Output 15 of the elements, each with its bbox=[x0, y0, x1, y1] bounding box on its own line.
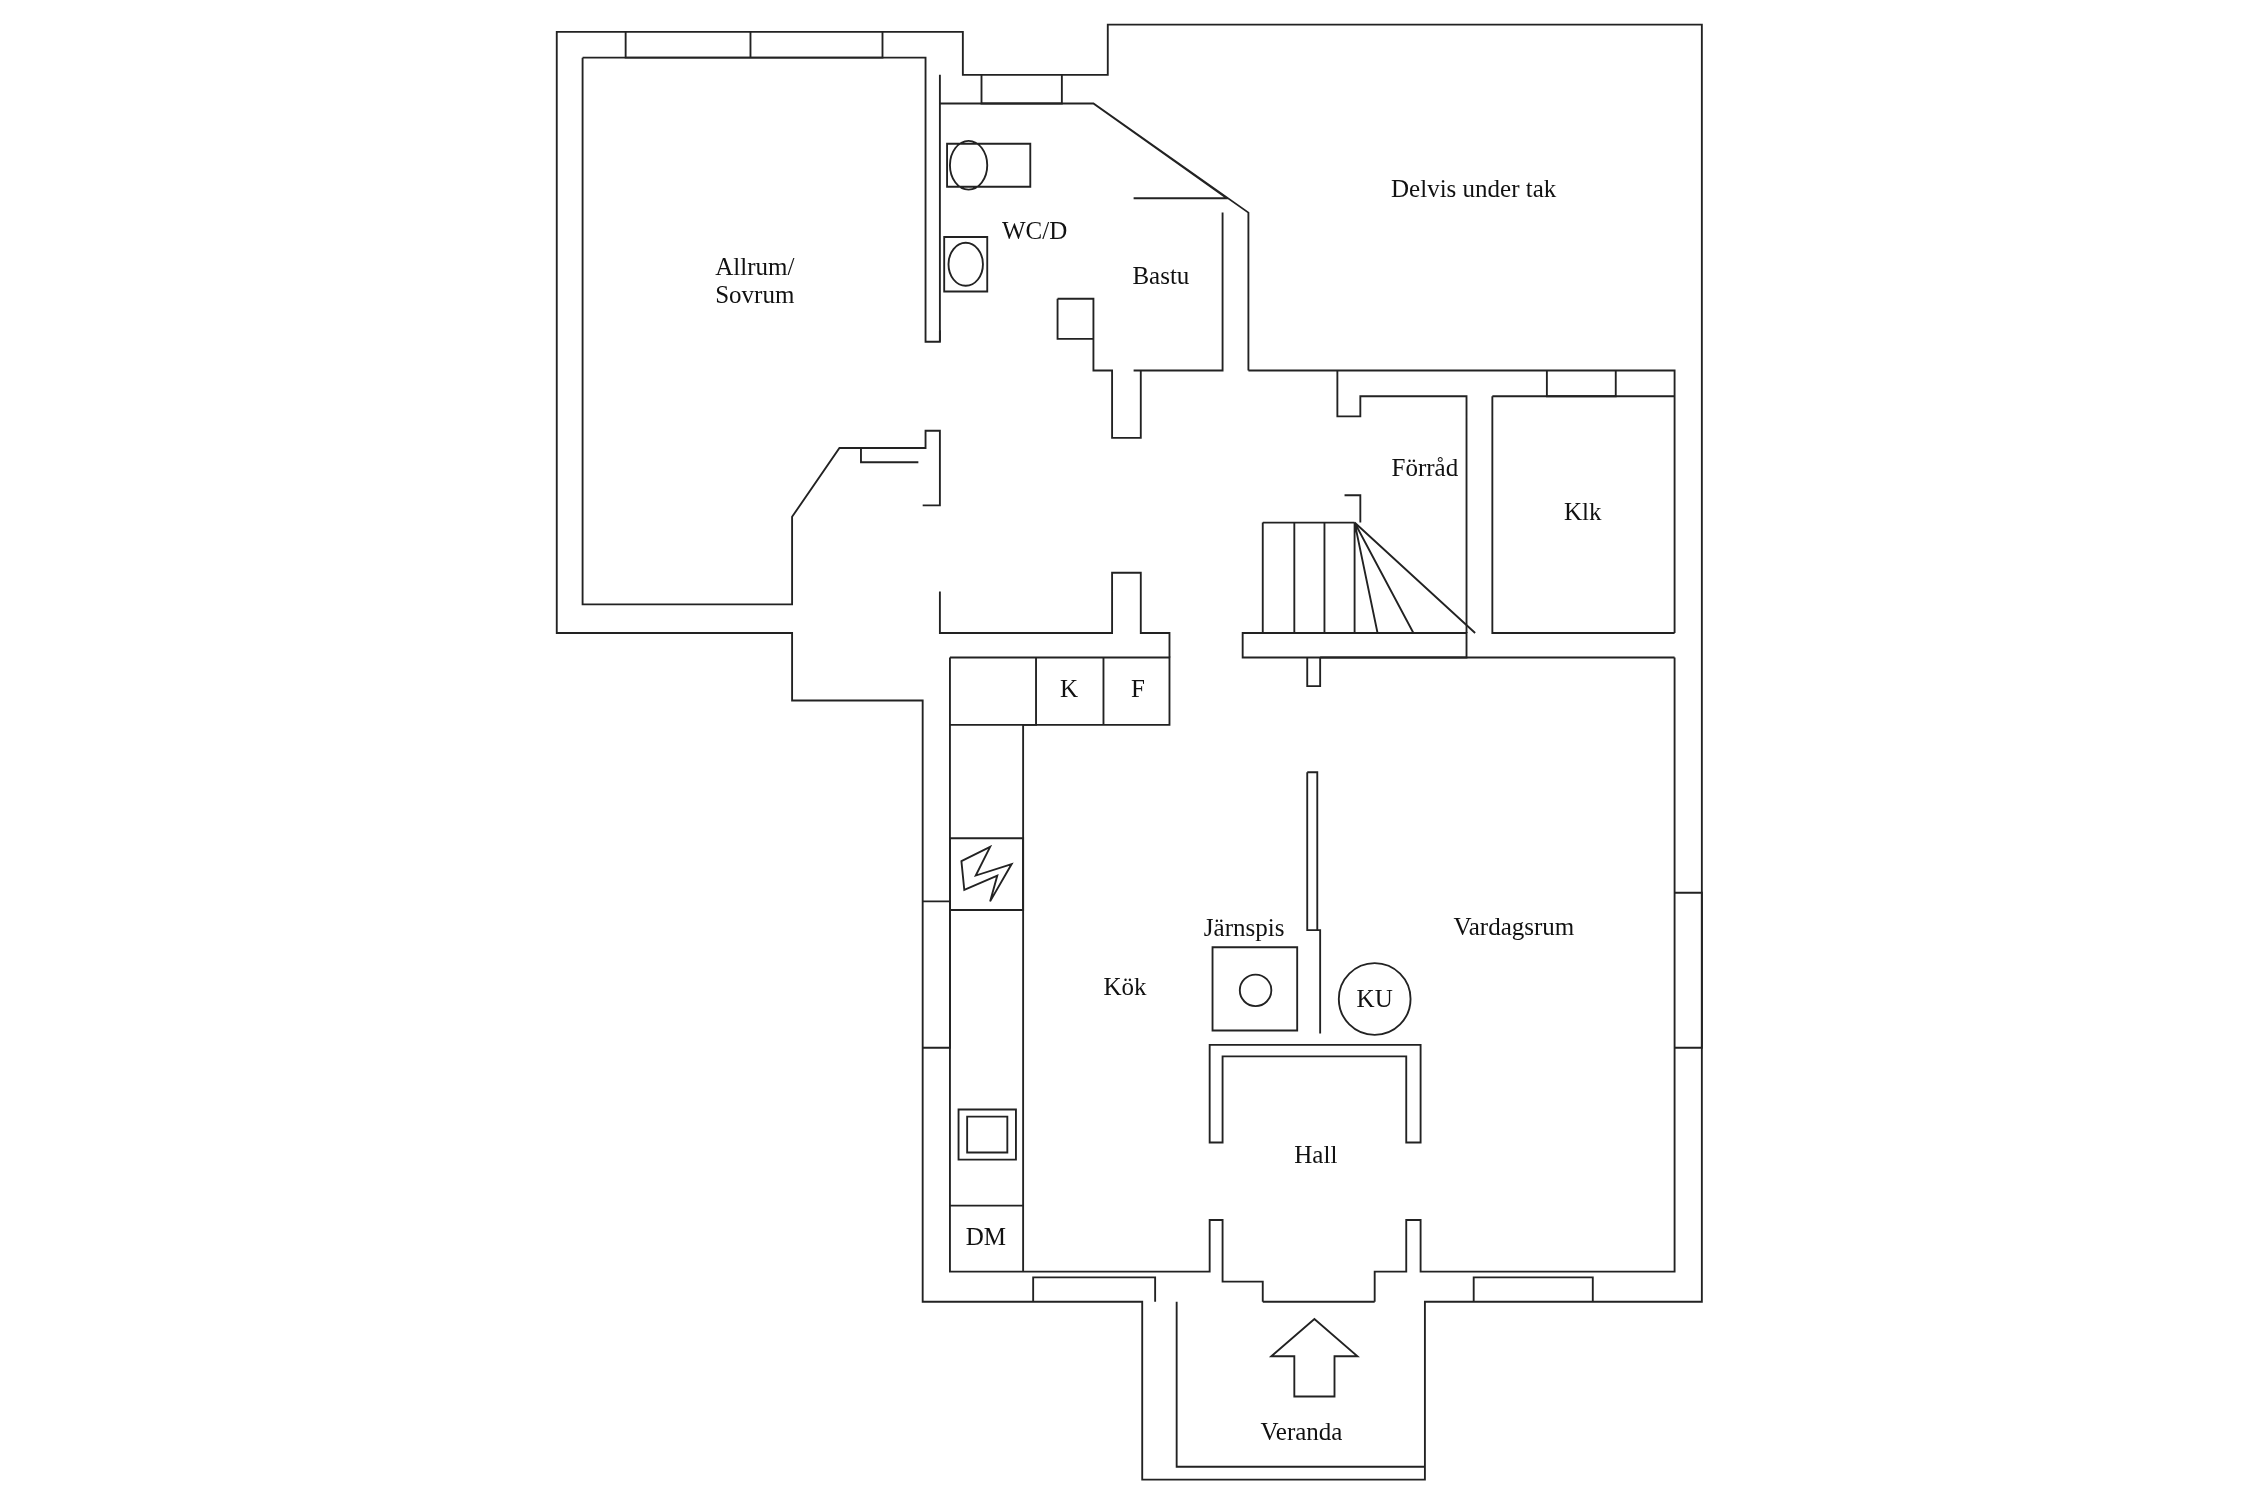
room-label: Kök bbox=[1103, 973, 1147, 1002]
room-label: Förråd bbox=[1391, 453, 1459, 482]
room-label: Veranda bbox=[1260, 1418, 1343, 1447]
room-label: Vardagsrum bbox=[1453, 912, 1575, 941]
fixture-label: K bbox=[1060, 674, 1079, 703]
fixture-label: F bbox=[1130, 674, 1145, 703]
room-label: WC/D bbox=[1001, 217, 1068, 245]
room-label: Hall bbox=[1294, 1141, 1338, 1170]
room-label: Klk bbox=[1564, 498, 1602, 527]
fixture-label: KU bbox=[1356, 984, 1393, 1013]
fixture-label: DM bbox=[965, 1222, 1006, 1251]
fixture-label: Järnspis bbox=[1203, 914, 1285, 943]
room-label: Delvis under tak bbox=[1391, 175, 1557, 204]
room-label: Bastu bbox=[1132, 261, 1190, 290]
room-label: Allrum/ Sovrum bbox=[714, 253, 796, 310]
